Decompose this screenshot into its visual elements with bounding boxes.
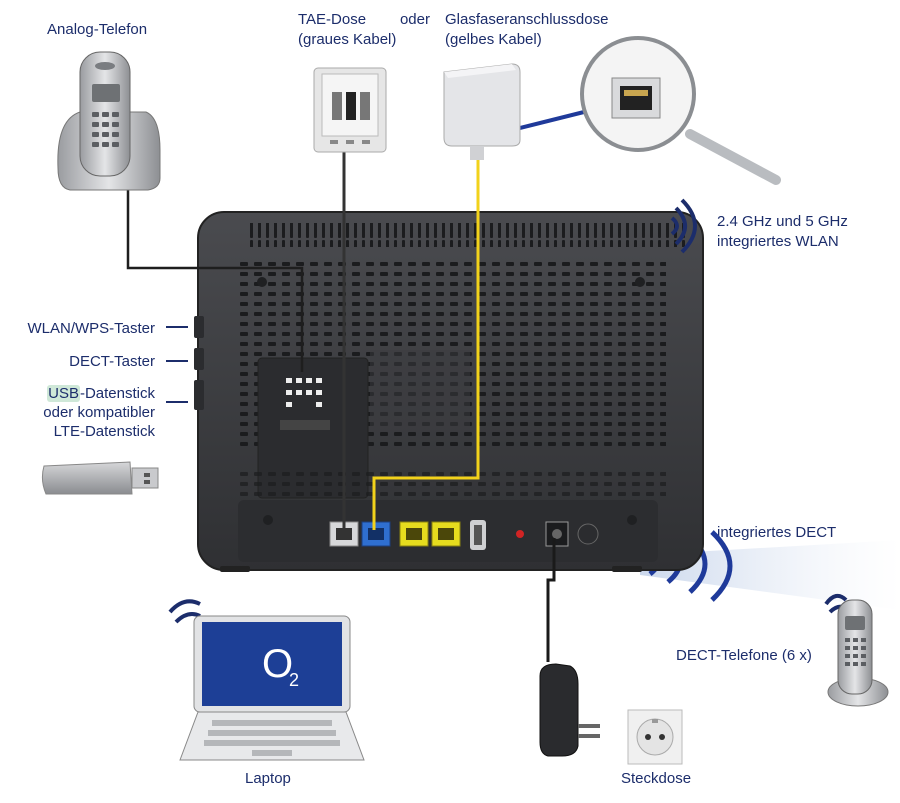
phone-port-pins bbox=[280, 378, 330, 430]
wps-button-label: WLAN/WPS-Taster bbox=[27, 320, 155, 337]
fiber-socket-label-line1: Glasfaseranschlussdose bbox=[445, 11, 609, 28]
usb-suffix: -Datenstick bbox=[79, 385, 155, 402]
yellow-cable bbox=[372, 150, 480, 530]
tae-socket-label-line2: (graues Kabel) bbox=[298, 31, 397, 48]
fiber-socket-icon bbox=[443, 63, 521, 160]
laptop-logo-sub: 2 bbox=[289, 670, 299, 690]
dect-phone-icon bbox=[824, 593, 889, 707]
laptop-logo: O bbox=[262, 642, 293, 686]
reset-button bbox=[516, 530, 524, 538]
usb-stick-icon bbox=[41, 461, 159, 495]
analog-phone-icon bbox=[57, 51, 161, 191]
fiber-socket-label-line2: (gelbes Kabel) bbox=[445, 31, 542, 48]
wlan-label-line2: integriertes WLAN bbox=[717, 233, 839, 250]
power-adapter-icon bbox=[539, 663, 600, 757]
laptop-label: Laptop bbox=[245, 770, 291, 787]
usb-highlight: USB bbox=[47, 385, 80, 402]
analog-phone-label: Analog-Telefon bbox=[47, 21, 148, 38]
magnifier-icon bbox=[580, 36, 781, 185]
wlan-label-line1: 2.4 GHz und 5 GHz bbox=[717, 213, 848, 230]
laptop-wlan-icon bbox=[168, 599, 201, 614]
usb-side-port bbox=[194, 380, 204, 410]
socket-label: Steckdose bbox=[621, 770, 692, 787]
usb-stick-label-line2: oder kompatibler bbox=[43, 404, 155, 421]
router bbox=[194, 211, 704, 572]
wall-socket-icon bbox=[627, 709, 683, 765]
dect-button bbox=[194, 348, 204, 370]
dect-button-label: DECT-Taster bbox=[69, 353, 155, 370]
analog-phone-cable bbox=[126, 190, 304, 372]
dect-integrated-label: integriertes DECT bbox=[717, 524, 837, 541]
tae-socket-label-line1: TAE-Dose oder bbox=[298, 10, 430, 29]
power-button bbox=[577, 523, 599, 545]
dect-phone-wave-icon bbox=[824, 593, 848, 606]
usb-stick-label-line1: USB-Datenstick bbox=[47, 384, 155, 403]
tae-socket-icon bbox=[313, 67, 387, 153]
tae-socket-label-text: TAE-Dose bbox=[298, 11, 367, 28]
tae-or-label: oder bbox=[399, 11, 430, 28]
laptop-icon bbox=[168, 599, 365, 761]
wlan-wave-icon bbox=[670, 198, 697, 254]
wps-button bbox=[194, 316, 204, 338]
dect-phones-label: DECT-Telefone (6 x) bbox=[676, 647, 812, 664]
power-cable bbox=[546, 538, 556, 662]
usb-stick-label-line3: LTE-Datenstick bbox=[53, 423, 155, 440]
dsl-port bbox=[361, 521, 391, 547]
